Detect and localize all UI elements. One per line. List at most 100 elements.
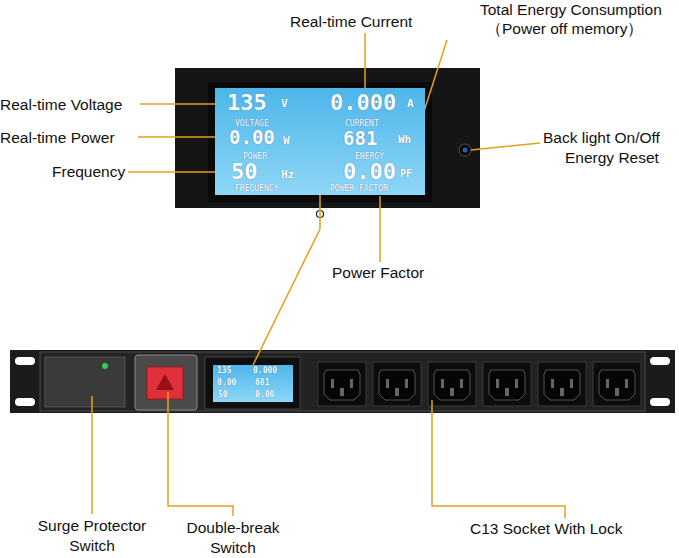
surge-module bbox=[45, 357, 125, 407]
small-lcd-screen: 1350.0000.00681500.00 bbox=[213, 365, 293, 402]
socket-pin bbox=[450, 388, 454, 396]
meter-reading: 681 bbox=[255, 379, 269, 387]
socket-frame bbox=[593, 362, 641, 406]
callout-label: Total Energy Consumption bbox=[480, 0, 662, 20]
meter-reading: 135 bbox=[227, 92, 267, 114]
callout-label: Double-break Switch bbox=[173, 518, 293, 558]
leader-line bbox=[364, 33, 366, 95]
mount-slot bbox=[15, 357, 35, 365]
c13-socket bbox=[428, 362, 476, 406]
leader-line bbox=[471, 143, 540, 150]
socket-pin bbox=[331, 379, 334, 388]
socket-face bbox=[544, 370, 580, 400]
socket-pin bbox=[460, 379, 463, 388]
meter-reading: 50 bbox=[231, 161, 258, 183]
c13-socket bbox=[483, 362, 531, 406]
c13-socket bbox=[593, 362, 641, 406]
socket-face bbox=[379, 370, 415, 400]
meter-bezel bbox=[175, 68, 480, 208]
socket-face bbox=[599, 370, 635, 400]
callout-label: （Power off memory） bbox=[486, 19, 643, 39]
socket-pin bbox=[386, 379, 389, 388]
leader-line bbox=[138, 136, 226, 138]
meter-reading: PF bbox=[400, 169, 412, 179]
socket-frame bbox=[373, 362, 421, 406]
meter-reading: 0.000 bbox=[330, 92, 396, 114]
socket-pin bbox=[505, 388, 509, 396]
pdu-panel bbox=[40, 352, 645, 411]
socket-pin bbox=[405, 379, 408, 388]
meter-reading: 0.00 bbox=[255, 391, 274, 399]
meter-reading: 0.00 bbox=[229, 128, 275, 147]
meter-reading: W bbox=[283, 135, 290, 146]
socket-face bbox=[324, 370, 360, 400]
meter-reading: Wh bbox=[398, 134, 411, 145]
connector-line bbox=[253, 195, 320, 365]
leader-dot bbox=[317, 211, 324, 218]
socket-pin bbox=[340, 388, 344, 396]
socket-frame bbox=[538, 362, 586, 406]
callout-label: Power Factor bbox=[332, 263, 424, 283]
leader-line bbox=[432, 400, 565, 518]
socket-pin bbox=[570, 379, 573, 388]
callout-label: Frequency bbox=[52, 162, 125, 182]
socket-frame bbox=[483, 362, 531, 406]
mount-slot bbox=[15, 398, 35, 406]
callout-label: Real-time Current bbox=[290, 12, 412, 32]
callout-label: Energy Reset bbox=[565, 148, 659, 168]
socket-pin bbox=[496, 379, 499, 388]
callout-label: Real-time Voltage bbox=[0, 95, 122, 115]
meter-reading: Hz bbox=[281, 169, 294, 180]
socket-pin bbox=[615, 388, 619, 396]
socket-pin bbox=[395, 388, 399, 396]
socket-pin bbox=[515, 379, 518, 388]
meter-reading: CURRENT bbox=[345, 120, 379, 128]
meter-reading: A bbox=[407, 98, 414, 109]
meter-reading: FREQUENCY bbox=[235, 185, 278, 193]
socket-pin bbox=[560, 388, 564, 396]
leader-line bbox=[168, 392, 233, 516]
lcd-screen: 135VVOLTAGE0.000ACURRENT0.00WPOWER681WhE… bbox=[215, 88, 425, 195]
switch-cover bbox=[135, 355, 197, 410]
leader-line bbox=[128, 171, 226, 173]
socket-frame bbox=[428, 362, 476, 406]
screen-frame bbox=[208, 82, 432, 202]
reset-button bbox=[459, 144, 471, 156]
small-meter-bezel bbox=[205, 357, 300, 409]
socket-pin bbox=[551, 379, 554, 388]
meter-reading: 50 bbox=[218, 391, 228, 399]
leader-line bbox=[140, 103, 226, 105]
surge-led bbox=[102, 363, 108, 369]
socket-pin bbox=[606, 379, 609, 388]
meter-reading: 0.000 bbox=[253, 367, 277, 375]
callout-label: Surge Protector Switch bbox=[27, 516, 157, 556]
meter-reading: 681 bbox=[343, 129, 377, 148]
c13-socket bbox=[318, 362, 366, 406]
meter-reading: POWER FACTOR bbox=[330, 185, 388, 193]
callout-label: Real-time Power bbox=[0, 128, 115, 148]
socket-face bbox=[489, 370, 525, 400]
mount-slot bbox=[650, 398, 670, 406]
pdu-bar bbox=[10, 350, 675, 413]
mount-slot bbox=[650, 357, 670, 365]
meter-reading: ENERGY bbox=[355, 153, 384, 161]
socket-face bbox=[434, 370, 470, 400]
callout-label: C13 Socket With Lock bbox=[470, 519, 622, 539]
c13-socket bbox=[373, 362, 421, 406]
callout-label: Back light On/Off bbox=[543, 128, 660, 148]
meter-reading: V bbox=[281, 98, 288, 109]
socket-pin bbox=[350, 379, 353, 388]
socket-pin bbox=[441, 379, 444, 388]
meter-reading: 0.00 bbox=[217, 379, 236, 387]
meter-reading: VOLTAGE bbox=[235, 120, 269, 128]
socket-pin bbox=[625, 379, 628, 388]
rocker-switch bbox=[147, 367, 183, 399]
button-light bbox=[463, 148, 468, 153]
socket-row bbox=[318, 362, 641, 406]
c13-socket bbox=[538, 362, 586, 406]
leader-line bbox=[91, 396, 93, 514]
leader-line bbox=[379, 196, 381, 262]
socket-frame bbox=[318, 362, 366, 406]
